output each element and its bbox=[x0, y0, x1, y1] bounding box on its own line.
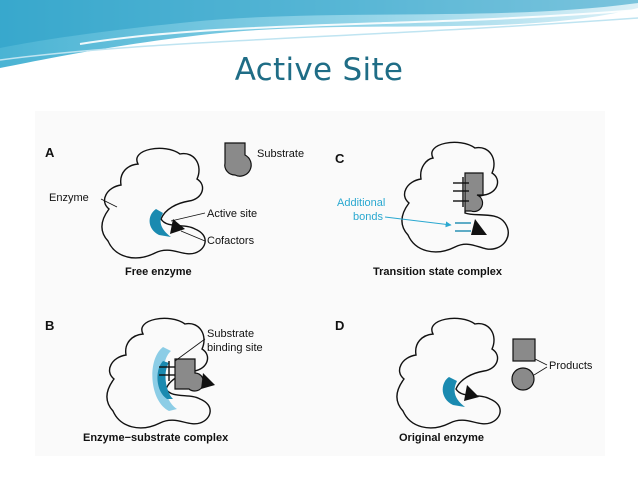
arrow-additional-bonds-c bbox=[384, 216, 452, 228]
caption-b: Enzyme−substrate complex bbox=[83, 432, 229, 444]
panel-letter-c: C bbox=[335, 151, 345, 166]
leader-active-site-a bbox=[170, 212, 206, 222]
substrate-shape-c bbox=[464, 172, 484, 213]
panel-d: D Products Original enzyme bbox=[335, 317, 593, 444]
enzyme-active-site-figure: A Substrate Enzyme Active site Cofactors… bbox=[35, 111, 605, 456]
panel-letter-d: D bbox=[335, 318, 344, 333]
leader-binding-site-b bbox=[174, 338, 206, 362]
leader-products-d-1 bbox=[534, 358, 548, 366]
leader-products-d-2 bbox=[533, 366, 548, 376]
panel-letter-b: B bbox=[45, 318, 54, 333]
product-square-d bbox=[512, 338, 536, 362]
panel-c: C Additional bonds Transition state comp… bbox=[335, 141, 509, 278]
label-products-d: Products bbox=[549, 360, 593, 372]
slide-title: Active Site bbox=[234, 52, 404, 88]
caption-c: Transition state complex bbox=[373, 266, 503, 278]
enzyme-outline-d bbox=[396, 317, 501, 429]
cofactor-c bbox=[471, 219, 487, 235]
caption-a: Free enzyme bbox=[125, 266, 192, 278]
enzyme-outline-b bbox=[106, 317, 211, 429]
label-additional-bonds-c-1: Additional bbox=[337, 197, 385, 209]
label-additional-bonds-c-2: bonds bbox=[353, 211, 383, 223]
cofactor-a bbox=[170, 219, 185, 234]
enzyme-outline-a bbox=[101, 147, 206, 259]
leader-enzyme-a bbox=[100, 198, 118, 208]
enzyme-outline-c bbox=[401, 141, 509, 253]
label-binding-site-b-1: Substrate bbox=[207, 328, 254, 340]
label-cofactors-a: Cofactors bbox=[207, 235, 255, 247]
active-site-halo-b bbox=[152, 347, 177, 411]
substrate-shape-a bbox=[224, 142, 252, 177]
label-enzyme-a: Enzyme bbox=[49, 192, 89, 204]
panel-letter-a: A bbox=[45, 145, 55, 160]
caption-d: Original enzyme bbox=[399, 432, 484, 444]
panel-a: A Substrate Enzyme Active site Cofactors… bbox=[45, 142, 304, 278]
label-substrate-a: Substrate bbox=[257, 148, 304, 160]
active-site-a bbox=[149, 209, 171, 237]
leader-cofactors-a bbox=[180, 230, 206, 242]
active-site-d bbox=[442, 377, 465, 407]
panel-b: B Substrate binding site Enzyme−substrat… bbox=[45, 317, 263, 444]
product-circle-d bbox=[511, 367, 535, 391]
label-binding-site-b-2: binding site bbox=[207, 342, 263, 354]
active-site-b bbox=[157, 361, 173, 399]
label-active-site-a: Active site bbox=[207, 208, 257, 220]
cofactor-b bbox=[201, 373, 215, 389]
decorative-wave-banner bbox=[0, 0, 638, 68]
cofactor-d bbox=[464, 385, 479, 401]
